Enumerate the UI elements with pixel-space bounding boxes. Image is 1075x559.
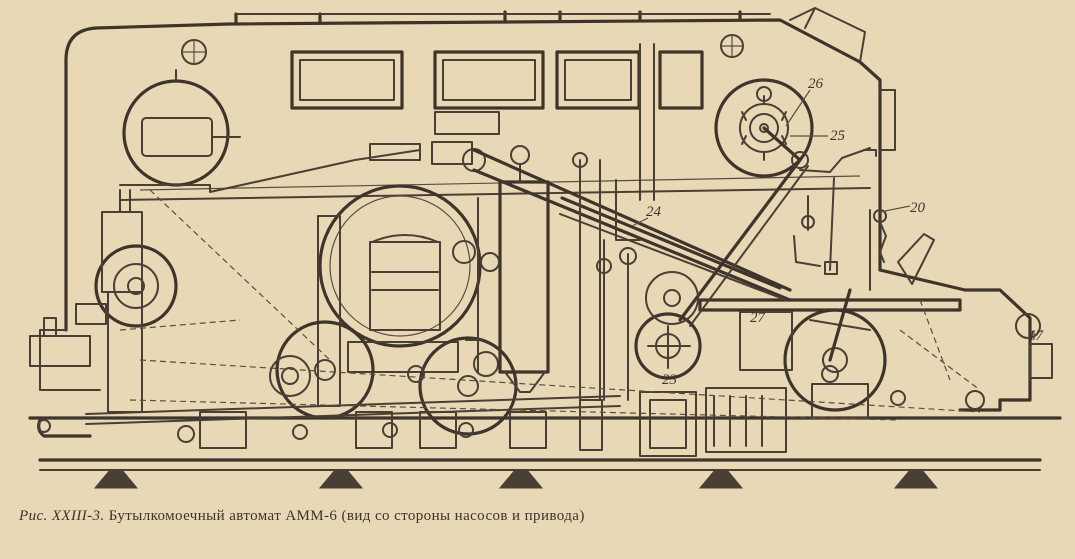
conveyor-bars [472, 148, 809, 327]
right-pipework [793, 147, 935, 291]
lower-pipeline [85, 43, 655, 451]
lower-wheels [269, 308, 887, 436]
center-column [452, 145, 550, 393]
callout-27: 27 [750, 310, 767, 326]
drive-gear-upper [714, 78, 814, 178]
callout-26: 26 [808, 76, 824, 92]
inspection-windows [181, 34, 744, 165]
hidden-lines [119, 189, 981, 421]
bottle-washer-drawing: 26 25 24 20 27 23 17 [28, 7, 1062, 489]
callout-25: 25 [830, 128, 846, 144]
callout-23: 23 [662, 372, 677, 388]
machine-feet [93, 469, 939, 489]
upper-left-tank [119, 69, 421, 193]
central-drum [317, 184, 482, 407]
callouts: 26 25 24 20 27 23 17 [631, 76, 1045, 388]
caption-text: Бутылкомоечный автомат АММ-6 (вид со сто… [108, 508, 585, 524]
callout-20: 20 [910, 200, 926, 216]
caption-label: Рис. XXIII-3. [19, 508, 105, 524]
left-pump [29, 189, 178, 438]
figure-caption: Рис. XXIII-3. Бутылкомоечный автомат АММ… [19, 508, 1059, 525]
callout-24: 24 [646, 204, 662, 220]
callout-17: 17 [1028, 328, 1045, 344]
